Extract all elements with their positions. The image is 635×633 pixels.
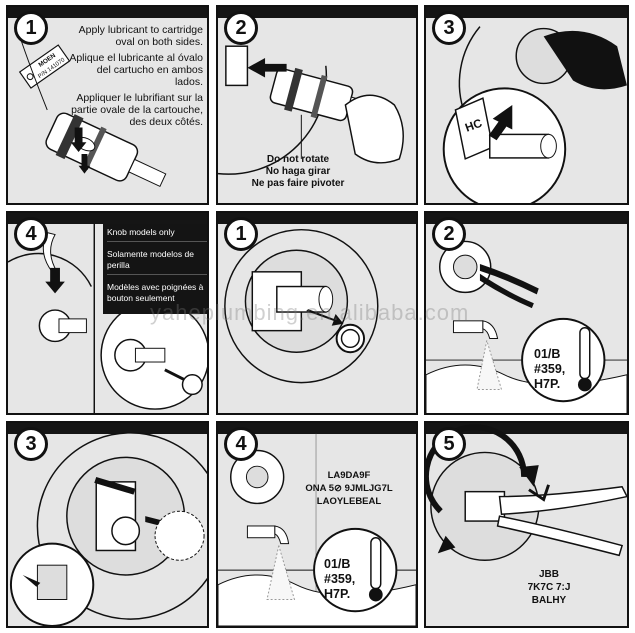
panel-header-bar [218,423,416,434]
instruction-es: Aplique el lubricante al óvalo del cartu… [69,52,203,88]
watermark: yaheplumbing.en.alibaba.com [150,300,470,325]
thermometer-label: 01/B #359, H7P. [324,557,374,602]
step-number-badge: 1 [224,217,258,251]
knob-note-en: Knob models only [107,227,207,242]
knob-note-fr: Modèles avec poignées à bouton seulement [107,282,204,303]
lubricant-instructions: Apply lubricant to cartridge oval on bot… [68,24,203,132]
rotation-warning: Do not rotate No haga girar Ne pas faire… [248,154,348,190]
step-number-badge: 5 [432,427,466,461]
panel-header-bar [218,213,416,224]
code-line-2: 7K7C 7:J [527,582,571,593]
code-line-2: ONA 5⊘ 9JMLJG7L [305,483,393,494]
step-panel-1: 1 Apply lubricant to cartridge oval on b… [6,5,209,205]
code-block: LA9DA9F ONA 5⊘ 9JMLJG7L LAOYLEBEAL [284,469,414,508]
pliers-tighten-illustration [426,424,627,562]
thermo-line-1: 01/B [324,557,351,571]
step-number-badge: 2 [432,217,466,251]
step-panel-2: 2 Do not rotate No haga girar Ne pas fai… [216,5,418,205]
panel-header-bar [426,7,627,18]
water-test-illustration [426,240,627,413]
step-panel-7: 3 [6,421,209,628]
code-line-1: LA9DA9F [327,470,371,481]
code-line-3: LAOYLEBEAL [316,496,382,507]
step-panel-8: 4 LA9DA9F ONA 5⊘ 9JMLJG7L LAOYLEBEAL 01/… [216,421,418,628]
step-number-badge: 3 [432,11,466,45]
panel-header-bar [8,7,207,18]
step-number-badge: 3 [14,427,48,461]
thermo-line-3: H7P. [534,377,561,391]
step-panel-5: 1 [216,211,418,415]
hc-orientation-illustration: HC [442,26,627,203]
thermo-line-2: #359, [324,572,356,586]
panel-header-bar [8,423,207,434]
thermo-line-3: H7P. [324,587,351,601]
warning-es: No haga girar [265,166,331,177]
step-number-badge: 4 [224,427,258,461]
panel-header-bar [426,423,627,434]
step-number-badge: 1 [14,11,48,45]
cartridge-lubricant-illustration: MOEN P/N 141070 [18,36,167,188]
step-number-badge: 4 [14,217,48,251]
code-line-3: BALHY [531,595,567,606]
knob-adapter-illustration [8,223,207,413]
instruction-fr: Appliquer le lubrifiant sur la partie ov… [71,92,203,128]
thermo-line-2: #359, [534,362,566,376]
thermometer-label: 01/B #359, H7P. [534,347,584,392]
instruction-en: Apply lubricant to cartridge oval on bot… [78,24,203,48]
cartridge-insert-illustration [218,45,404,175]
step-panel-4: 4 Knob models only Solamente modelos de … [6,211,209,415]
clip-removal-illustration [224,228,379,384]
step-panel-6: 2 01/B #359, H7P. [424,211,629,415]
knob-note-es: Solamente modelos de perilla [107,249,207,275]
final-test-illustration [218,433,416,626]
code-line-1: JBB [538,569,559,580]
knob-models-note: Knob models only Solamente modelos de pe… [103,224,207,314]
step-number-badge: 2 [224,11,258,45]
hc-marking: HC [463,117,484,135]
warning-fr: Ne pas faire pivoter [251,178,345,189]
panel-header-bar [8,213,207,224]
thermo-line-1: 01/B [534,347,561,361]
panel-header-bar [426,213,627,224]
warning-en: Do not rotate [266,154,330,165]
clip-reinstall-illustration [9,432,207,626]
step-panel-3: 3 HC [424,5,629,205]
panel-header-bar [218,7,416,18]
step-panel-9: 5 JBB 7K7C 7:J BALHY [424,421,629,628]
code-block: JBB 7K7C 7:J BALHY [504,568,594,607]
